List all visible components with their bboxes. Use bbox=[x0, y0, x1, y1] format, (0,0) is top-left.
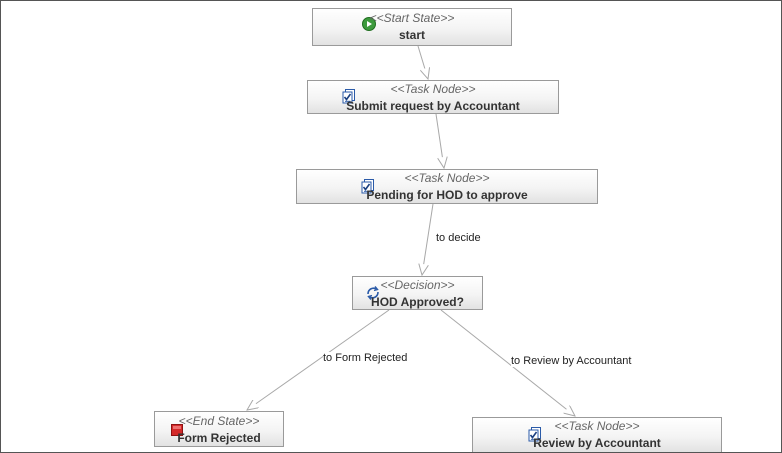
task-node-submit-request[interactable]: <<Task Node>> Submit request by Accounta… bbox=[307, 80, 559, 114]
decision-label: HOD Approved? bbox=[371, 295, 464, 309]
task-node-pending-hod[interactable]: <<Task Node>> Pending for HOD to approve bbox=[296, 169, 598, 204]
transition-label-to-review[interactable]: to Review by Accountant bbox=[511, 355, 632, 367]
decision-node-hod-approved[interactable]: <<Decision>> HOD Approved? bbox=[352, 276, 483, 310]
review-accountant-label: Review by Accountant bbox=[533, 436, 661, 450]
transition-decision-review[interactable] bbox=[440, 309, 575, 416]
submit-request-stereotype: <<Task Node>> bbox=[390, 82, 476, 96]
task-checklist-icon bbox=[361, 179, 374, 194]
transition-label-to-form-rejected[interactable]: to Form Rejected bbox=[323, 352, 408, 364]
end-state-node-form-rejected[interactable]: <<End State>> Form Rejected bbox=[154, 411, 284, 447]
start-state-label: start bbox=[398, 28, 425, 42]
transition-start-submit[interactable] bbox=[417, 45, 428, 79]
review-accountant-stereotype: <<Task Node>> bbox=[554, 419, 640, 433]
task-checklist-icon bbox=[528, 427, 541, 442]
decision-stereotype: <<Decision>> bbox=[380, 278, 455, 292]
start-state-stereotype: <<Start State>> bbox=[369, 11, 455, 25]
play-circle-icon bbox=[362, 17, 376, 31]
task-checklist-icon bbox=[342, 89, 355, 104]
pending-hod-stereotype: <<Task Node>> bbox=[404, 171, 490, 185]
form-rejected-stereotype: <<End State>> bbox=[178, 414, 260, 428]
transition-decision-rejected[interactable] bbox=[247, 309, 390, 410]
transition-submit-pending[interactable] bbox=[435, 113, 444, 168]
task-node-review-accountant[interactable]: <<Task Node>> Review by Accountant bbox=[472, 417, 722, 452]
transition-label-to-decide[interactable]: to decide bbox=[436, 232, 481, 244]
form-rejected-label: Form Rejected bbox=[177, 431, 261, 445]
transition-pending-decision[interactable] bbox=[422, 203, 434, 275]
start-state-node[interactable]: <<Start State>> start bbox=[312, 8, 512, 46]
decision-arrows-icon bbox=[367, 286, 379, 300]
submit-request-label: Submit request by Accountant bbox=[346, 99, 520, 113]
pending-hod-label: Pending for HOD to approve bbox=[366, 188, 528, 202]
stop-square-icon bbox=[171, 424, 183, 436]
